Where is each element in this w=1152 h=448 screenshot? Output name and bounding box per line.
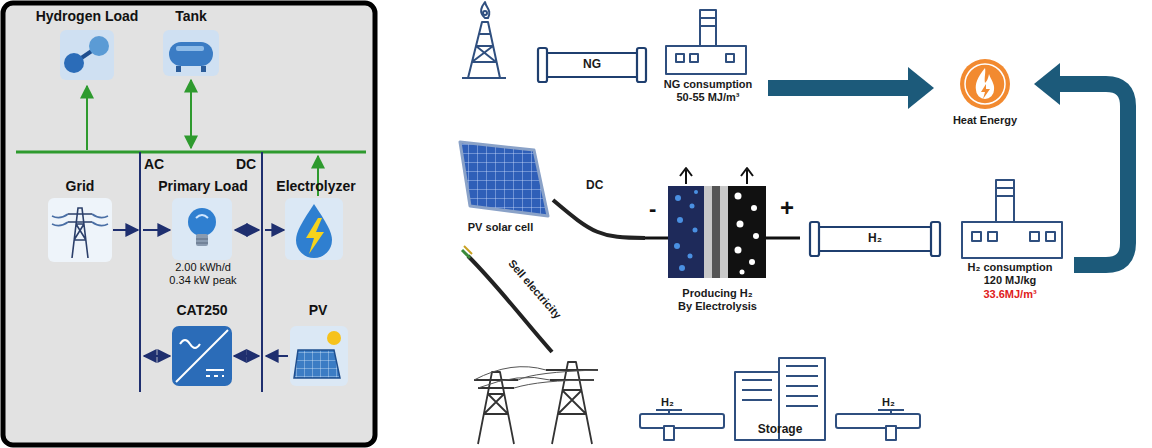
connector-line (1059, 84, 1128, 265)
connector (553, 200, 645, 238)
node-box: Producing H₂ By Electrolysis (645, 175, 790, 320)
arrow-head (1034, 63, 1060, 105)
text-label: + (780, 194, 794, 222)
node-text: Tank (150, 8, 232, 25)
node-text: Heat Energy (940, 114, 1030, 127)
node-box: CAT250 (160, 302, 244, 390)
node-box: H₂ (818, 227, 932, 251)
node-box: Tank (150, 8, 232, 78)
node-box: Heat Energy (940, 56, 1030, 134)
node-box: NG consumption 50-55 MJ/m³ (652, 5, 764, 105)
text-label: AC (144, 156, 164, 172)
text-label: DC (236, 156, 256, 172)
node-text: PV (278, 302, 358, 319)
node-box: Grid (40, 178, 120, 264)
node-text: Producing H₂ By Electrolysis (675, 287, 761, 313)
text-label: - (649, 196, 656, 222)
connector-line (768, 80, 909, 96)
node-box: PV (278, 302, 358, 390)
node-text: Hydrogen Load (20, 8, 154, 25)
edge-label: DC (584, 178, 605, 192)
connector-line (553, 200, 645, 238)
node-box: Hydrogen Load (20, 8, 154, 84)
text-label: H₂ (661, 396, 674, 408)
text-label: H₂ (882, 396, 895, 408)
node-box: Storage (720, 355, 840, 445)
connector (768, 67, 934, 109)
node-box: NG (546, 53, 638, 77)
node-text: 2.00 kWh/d 0.34 kW peak (164, 261, 242, 287)
node-text: CAT250 (160, 302, 244, 319)
node-text: H₂ (818, 231, 932, 245)
homer-panel (3, 3, 375, 445)
node-text: Grid (40, 178, 120, 195)
connector (1034, 63, 1128, 265)
node-text: Primary Load (148, 178, 258, 195)
process-illustration (460, 2, 1062, 444)
node-text: Electrolyzer (268, 178, 364, 195)
node-text: H₂ consumption 120 MJ/kg (961, 261, 1059, 287)
text-label: Sell electricity (501, 251, 569, 327)
node-text: NG (546, 57, 638, 71)
node-text: PV solar cell (448, 221, 553, 234)
node-box: H₂ consumption 120 MJ/kg33.6MJ/m³ (948, 175, 1072, 305)
node-box: PV solar cell (448, 135, 553, 240)
node-box: Electrolyzer (268, 178, 364, 264)
arrow-head (908, 67, 934, 109)
node-text: 33.6MJ/m³ (948, 288, 1072, 301)
node-text: NG consumption 50-55 MJ/m³ (660, 78, 756, 104)
node-text: Storage (720, 422, 840, 436)
node-box: Primary Load 2.00 kWh/d 0.34 kW peak (148, 178, 258, 296)
